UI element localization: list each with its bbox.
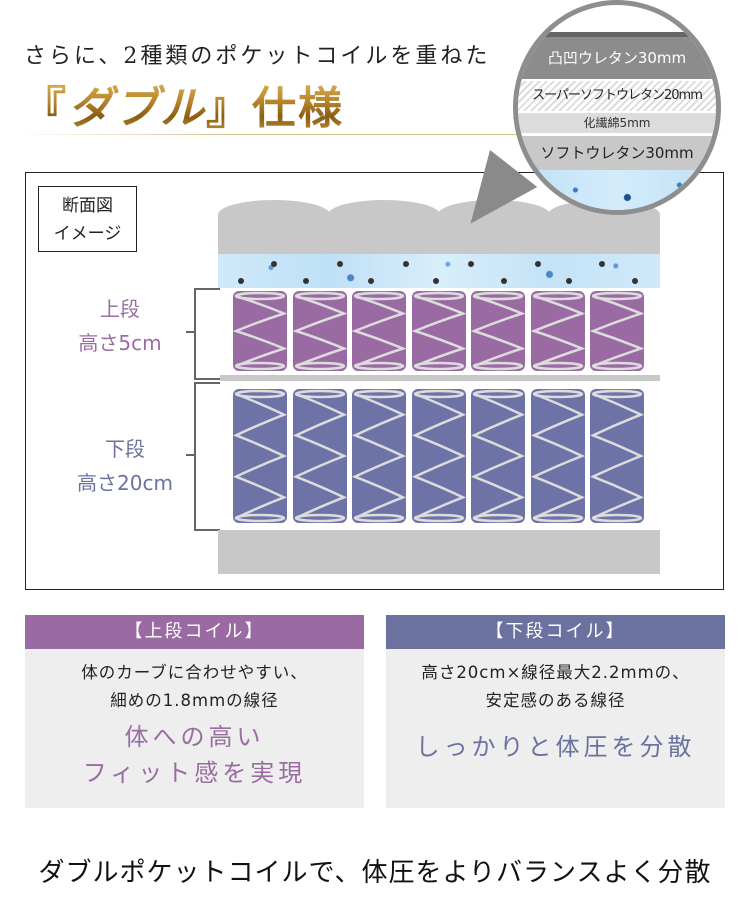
upper-coil-box-title: 【上段コイル】 bbox=[25, 615, 364, 649]
footer-caption: ダブルポケットコイルで、体圧をよりバランスよく分散 bbox=[38, 858, 712, 888]
foam-layer bbox=[218, 254, 660, 288]
foam-dot bbox=[566, 278, 572, 284]
title-bracket-open: 『 bbox=[22, 83, 68, 134]
lower-layer-label: 下段 高さ20cm bbox=[60, 432, 190, 500]
separator-layer bbox=[220, 375, 660, 381]
gold-divider bbox=[16, 134, 736, 135]
page-title: 『ダブル』仕様 bbox=[22, 72, 344, 136]
upper-coil-desc-line2: 細めの1.8mmの線径 bbox=[110, 691, 279, 710]
cross-section-label: 断面図 イメージ bbox=[38, 186, 137, 252]
upper-coil-emph-line1: 体への高い bbox=[124, 723, 265, 751]
upper-pocket-coil bbox=[530, 291, 585, 371]
upper-pocket-coil bbox=[233, 291, 287, 371]
layer-foam-texture bbox=[518, 170, 716, 210]
lower-coil-emphasis: しっかりと体圧を分散 bbox=[386, 729, 725, 765]
title-emphasis: ダブル bbox=[68, 83, 206, 134]
upper-coil-emphasis: 体への高い フィット感を実現 bbox=[25, 719, 364, 791]
lower-coil-desc-line1: 高さ20cm×線径最大2.2mmの、 bbox=[421, 663, 690, 682]
subtitle: さらに、2種類のポケットコイルを重ねた bbox=[24, 44, 491, 69]
lower-pocket-coil bbox=[411, 389, 466, 523]
layer-synthetic-cotton: 化繊綿5mm bbox=[518, 113, 716, 133]
foam-dot bbox=[599, 261, 605, 267]
magnifier-circle: 凸凹ウレタン30mm スーパーソフトウレタン20mm 化繊綿5mm ソフトウレタ… bbox=[513, 0, 721, 215]
foam-dot bbox=[238, 278, 244, 284]
upper-pocket-coil bbox=[352, 291, 406, 371]
lower-pocket-coil bbox=[233, 389, 287, 523]
pillow-base-layer bbox=[218, 222, 660, 254]
lower-coil-description: 高さ20cm×線径最大2.2mmの、 安定感のある線径 bbox=[386, 659, 725, 715]
upper-coil-description: 体のカーブに合わせやすい、 細めの1.8mmの線径 bbox=[25, 659, 364, 715]
foam-dot bbox=[337, 261, 343, 267]
foam-dot bbox=[468, 261, 474, 267]
upper-bracket-tick bbox=[186, 331, 196, 333]
lower-coil-box-title: 【下段コイル】 bbox=[386, 615, 725, 649]
foam-dot bbox=[433, 278, 439, 284]
cross-section-label-line1: 断面図 bbox=[62, 196, 113, 216]
upper-coil-desc-line1: 体のカーブに合わせやすい、 bbox=[81, 663, 308, 682]
upper-layer-label: 上段 高さ5cm bbox=[60, 292, 180, 360]
upper-pocket-coil bbox=[471, 291, 525, 371]
cross-section-label-line2: イメージ bbox=[53, 224, 122, 244]
lower-pocket-coil bbox=[292, 389, 347, 523]
lower-coil-desc-line2: 安定感のある線径 bbox=[485, 691, 626, 710]
upper-layer-height: 高さ5cm bbox=[78, 331, 162, 355]
lower-coil-emph-line1: しっかりと体圧を分散 bbox=[415, 733, 696, 761]
magnifier-top-edge bbox=[518, 32, 716, 37]
lower-pocket-coil bbox=[530, 389, 585, 523]
foam-dot bbox=[368, 278, 374, 284]
upper-pocket-coil bbox=[590, 291, 644, 371]
lower-pocket-coil bbox=[352, 389, 406, 523]
lower-layer-height: 高さ20cm bbox=[77, 471, 173, 495]
base-layer bbox=[218, 530, 660, 574]
foam-dot bbox=[501, 278, 507, 284]
layer-soft-urethane: ソフトウレタン30mm bbox=[518, 136, 716, 170]
foam-dot bbox=[303, 278, 309, 284]
lower-pocket-coil bbox=[590, 389, 644, 523]
lower-bracket bbox=[194, 382, 220, 531]
foam-dot bbox=[632, 278, 638, 284]
upper-bracket bbox=[194, 288, 220, 380]
upper-layer-name: 上段 bbox=[100, 297, 140, 321]
foam-dot bbox=[271, 261, 277, 267]
upper-coil-emph-line2: フィット感を実現 bbox=[82, 759, 307, 787]
upper-pocket-coil bbox=[411, 291, 466, 371]
foam-dot bbox=[403, 261, 409, 267]
lower-coil-box: 【下段コイル】 高さ20cm×線径最大2.2mmの、 安定感のある線径 しっかり… bbox=[386, 615, 725, 808]
title-suffix: 仕様 bbox=[252, 83, 344, 134]
title-bracket-close: 』 bbox=[206, 83, 252, 134]
foam-dot bbox=[535, 261, 541, 267]
layer-super-soft-urethane: スーパーソフトウレタン20mm bbox=[518, 81, 716, 111]
lower-bracket-tick bbox=[186, 454, 196, 456]
upper-pocket-coil bbox=[292, 291, 347, 371]
lower-pocket-coil bbox=[471, 389, 525, 523]
lower-layer-name: 下段 bbox=[105, 437, 145, 461]
layer-convex-urethane: 凸凹ウレタン30mm bbox=[518, 37, 716, 79]
upper-coil-box: 【上段コイル】 体のカーブに合わせやすい、 細めの1.8mmの線径 体への高い … bbox=[25, 615, 364, 808]
